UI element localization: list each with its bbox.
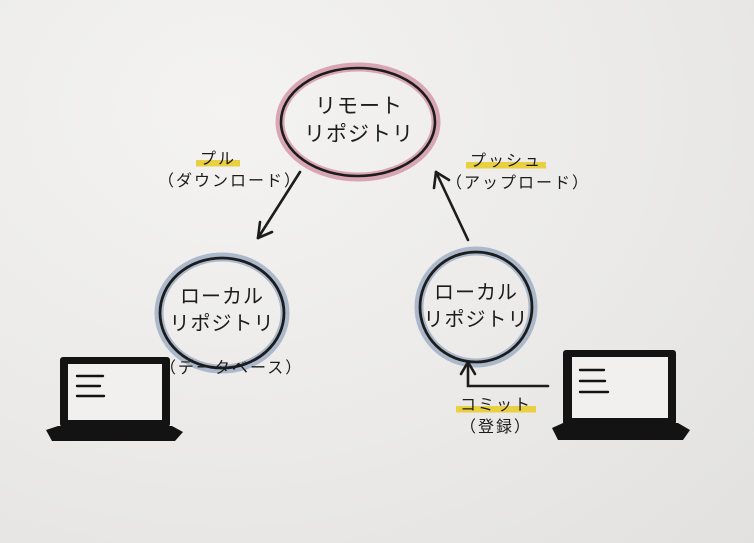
remote-repository-line1: リモート — [315, 94, 403, 118]
database-note: （データベース） — [160, 358, 304, 377]
commit-arrow — [459, 360, 550, 388]
local-repository-left-line1: ローカル — [180, 284, 264, 308]
local-repository-left-node — [154, 252, 290, 374]
pull-arrow — [256, 170, 302, 240]
local-repository-left-line2: リポジトリ — [169, 311, 275, 335]
local-repository-right-label: ローカル リポジトリ — [391, 279, 561, 333]
commit-label: コミット — [455, 394, 536, 416]
laptop-icon — [46, 357, 183, 441]
pull-label-group: プル （ダウンロード） — [158, 148, 303, 191]
pull-label: プル — [195, 148, 240, 170]
commit-note: （登録） — [459, 416, 532, 436]
push-arrow — [432, 170, 470, 242]
commit-label-group: コミット （登録） — [446, 394, 546, 437]
push-note: （アップロード） — [446, 172, 591, 192]
push-label-group: プッシュ （アップロード） — [446, 150, 591, 193]
remote-repository-node — [275, 62, 441, 182]
pull-note: （ダウンロード） — [158, 170, 303, 190]
push-label: プッシュ — [465, 150, 546, 172]
local-repository-right-line1: ローカル — [434, 280, 518, 304]
local-repository-right-node — [414, 246, 538, 368]
local-repository-right-line2: リポジトリ — [423, 307, 529, 331]
remote-repository-line2: リポジトリ — [304, 122, 414, 147]
laptop-icon — [552, 350, 690, 440]
local-repository-left-label: ローカル リポジトリ — [137, 283, 307, 337]
remote-repository-label: リモート リポジトリ — [274, 92, 444, 149]
